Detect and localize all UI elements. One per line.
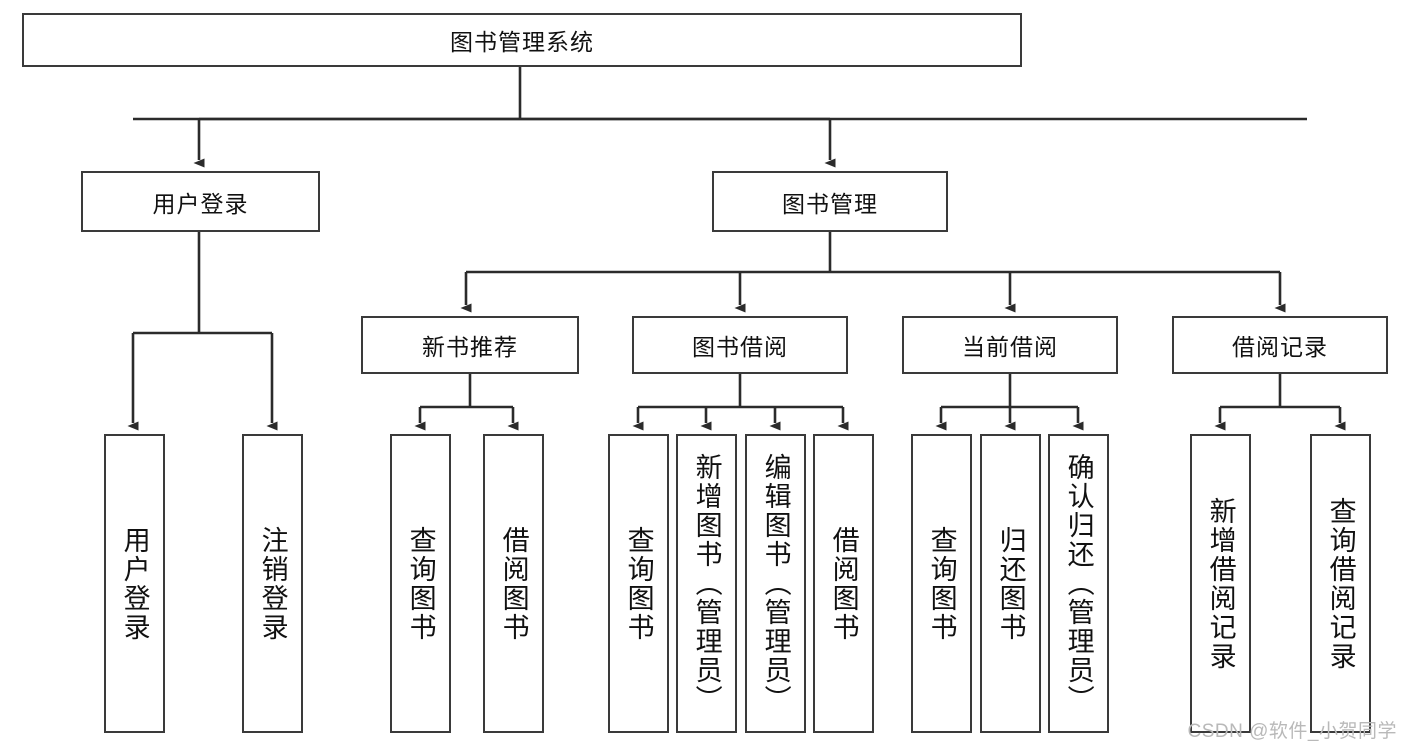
node-book-manage-label: 图书管理 — [782, 190, 878, 217]
node-book-manage[interactable]: 图书管理 — [712, 171, 948, 232]
node-leaf-query-book-current[interactable]: 查询图书 — [911, 434, 972, 733]
node-leaf-borrow-book-recommend-label: 借阅图书 — [498, 525, 529, 642]
node-leaf-confirm-return[interactable]: 确认归还（管理员） — [1048, 434, 1109, 733]
node-leaf-edit-book-label: 编辑图书（管理员） — [760, 453, 791, 714]
node-user-login[interactable]: 用户登录 — [81, 171, 320, 232]
node-leaf-user-login-label: 用户登录 — [119, 525, 150, 642]
node-leaf-add-record[interactable]: 新增借阅记录 — [1190, 434, 1251, 733]
node-leaf-query-book-recommend[interactable]: 查询图书 — [390, 434, 451, 733]
node-current-borrow[interactable]: 当前借阅 — [902, 316, 1118, 374]
node-book-borrow-label: 图书借阅 — [692, 334, 788, 360]
node-leaf-query-book-recommend-label: 查询图书 — [405, 525, 436, 642]
node-root[interactable]: 图书管理系统 — [22, 13, 1022, 67]
node-leaf-add-book-label: 新增图书（管理员） — [691, 453, 722, 714]
node-leaf-query-book-current-label: 查询图书 — [926, 525, 957, 642]
node-leaf-return-book-label: 归还图书 — [995, 525, 1026, 642]
node-new-book-recommend-label: 新书推荐 — [422, 334, 518, 360]
node-leaf-add-book[interactable]: 新增图书（管理员） — [676, 434, 737, 733]
node-root-label: 图书管理系统 — [450, 29, 594, 55]
node-leaf-user-logout[interactable]: 注销登录 — [242, 434, 303, 733]
node-leaf-borrow-book-label: 借阅图书 — [828, 525, 859, 642]
node-leaf-confirm-return-label: 确认归还（管理员） — [1063, 453, 1094, 714]
node-new-book-recommend[interactable]: 新书推荐 — [361, 316, 579, 374]
node-leaf-user-logout-label: 注销登录 — [257, 525, 288, 642]
node-leaf-return-book[interactable]: 归还图书 — [980, 434, 1041, 733]
node-user-login-label: 用户登录 — [152, 190, 249, 217]
node-leaf-query-record[interactable]: 查询借阅记录 — [1310, 434, 1371, 733]
node-leaf-query-book-borrow-label: 查询图书 — [623, 525, 654, 642]
node-leaf-query-book-borrow[interactable]: 查询图书 — [608, 434, 669, 733]
node-leaf-edit-book[interactable]: 编辑图书（管理员） — [745, 434, 806, 733]
node-borrow-record[interactable]: 借阅记录 — [1172, 316, 1388, 374]
node-book-borrow[interactable]: 图书借阅 — [632, 316, 848, 374]
watermark: CSDN @软件_小贺同学 — [1187, 721, 1397, 742]
node-leaf-user-login[interactable]: 用户登录 — [104, 434, 165, 733]
node-leaf-add-record-label: 新增借阅记录 — [1205, 496, 1236, 671]
node-leaf-borrow-book-recommend[interactable]: 借阅图书 — [483, 434, 544, 733]
node-borrow-record-label: 借阅记录 — [1232, 334, 1328, 360]
node-leaf-query-record-label: 查询借阅记录 — [1325, 496, 1356, 671]
node-current-borrow-label: 当前借阅 — [962, 334, 1058, 360]
node-leaf-borrow-book[interactable]: 借阅图书 — [813, 434, 874, 733]
